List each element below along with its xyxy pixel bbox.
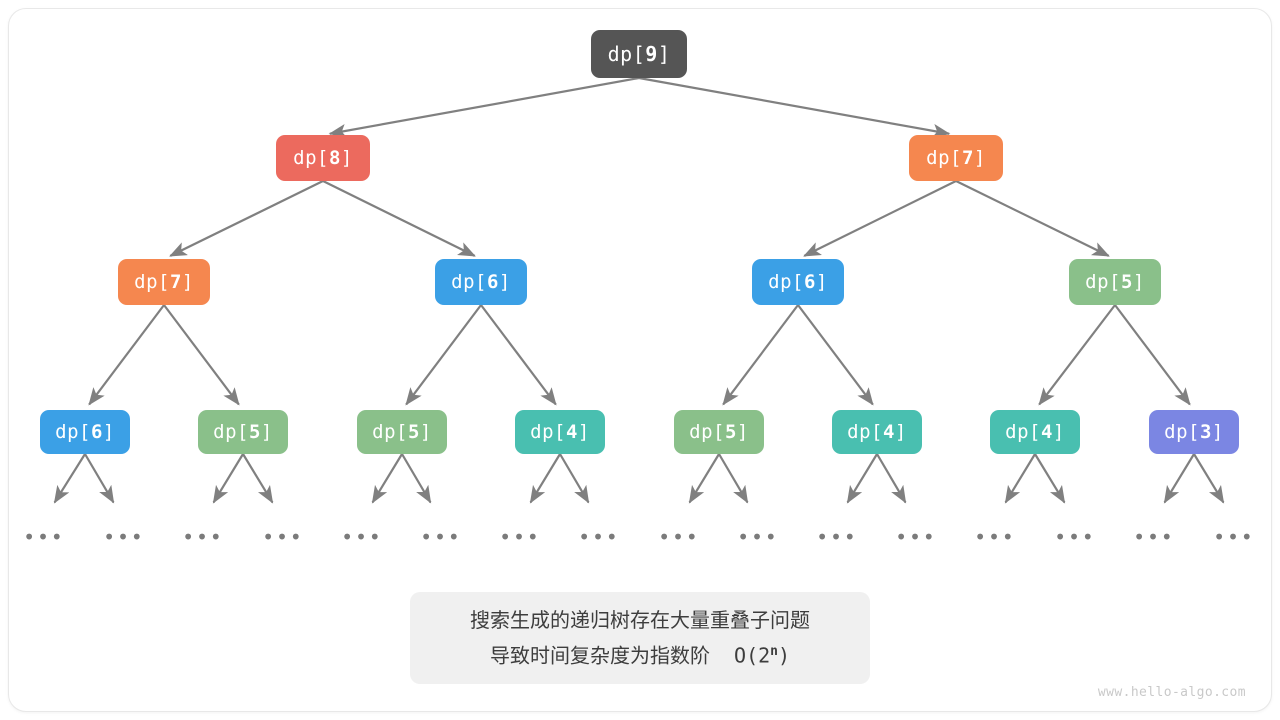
leaf-ellipsis: •••: [895, 525, 937, 549]
tree-node-dp5: dp[5]: [1069, 259, 1161, 305]
leaf-ellipsis: •••: [1213, 525, 1255, 549]
node-label-prefix: dp[: [55, 421, 91, 443]
node-index-value: 4: [882, 421, 895, 443]
watermark-url: www.hello-algo.com: [1097, 685, 1246, 700]
node-index-value: 7: [169, 271, 182, 293]
leaf-ellipsis: •••: [578, 525, 620, 549]
node-label-suffix: ]: [181, 271, 194, 293]
leaf-ellipsis: •••: [341, 525, 383, 549]
leaf-ellipsis: •••: [658, 525, 700, 549]
tree-node-dp3: dp[3]: [1149, 410, 1239, 454]
tree-node-dp4: dp[4]: [832, 410, 922, 454]
caption-line-2-suffix: ): [778, 643, 791, 668]
node-label-suffix: ]: [102, 421, 115, 443]
leaf-ellipsis: •••: [737, 525, 779, 549]
tree-node-dp5: dp[5]: [674, 410, 764, 454]
leaf-ellipsis: •••: [1054, 525, 1096, 549]
node-index-value: 3: [1199, 421, 1212, 443]
node-label-prefix: dp[: [847, 421, 883, 443]
tree-node-dp6: dp[6]: [435, 259, 527, 305]
node-index-value: 8: [328, 147, 341, 169]
node-label-suffix: ]: [815, 271, 828, 293]
tree-node-dp7: dp[7]: [118, 259, 210, 305]
node-label-prefix: dp[: [689, 421, 725, 443]
node-index-value: 5: [407, 421, 420, 443]
node-label-suffix: ]: [973, 147, 986, 169]
tree-node-dp6: dp[6]: [40, 410, 130, 454]
node-label-prefix: dp[: [1164, 421, 1200, 443]
node-label-prefix: dp[: [372, 421, 408, 443]
node-index-value: 5: [724, 421, 737, 443]
node-label-prefix: dp[: [530, 421, 566, 443]
leaf-ellipsis: •••: [23, 525, 65, 549]
node-index-value: 5: [1120, 271, 1133, 293]
node-label-prefix: dp[: [1085, 271, 1121, 293]
node-label-prefix: dp[: [213, 421, 249, 443]
leaf-ellipsis: •••: [182, 525, 224, 549]
node-label-prefix: dp[: [926, 147, 962, 169]
caption-line-1: 搜索生成的递归树存在大量重叠子问题: [470, 608, 810, 633]
node-label-prefix: dp[: [293, 147, 329, 169]
tree-node-dp8: dp[8]: [276, 135, 370, 181]
tree-node-dp7: dp[7]: [909, 135, 1003, 181]
caption-line-2-exponent: n: [770, 644, 778, 660]
node-label-suffix: ]: [657, 42, 671, 66]
leaf-ellipsis: •••: [816, 525, 858, 549]
node-label-suffix: ]: [577, 421, 590, 443]
node-label-prefix: dp[: [768, 271, 804, 293]
caption-line-2: 导致时间复杂度为指数阶 O(2n): [490, 636, 790, 672]
leaf-ellipsis: •••: [1133, 525, 1175, 549]
tree-node-dp6: dp[6]: [752, 259, 844, 305]
tree-node-dp5: dp[5]: [198, 410, 288, 454]
leaf-ellipsis: •••: [262, 525, 304, 549]
node-label-prefix: dp[: [607, 42, 646, 66]
node-label-suffix: ]: [736, 421, 749, 443]
node-label-suffix: ]: [419, 421, 432, 443]
node-label-prefix: dp[: [451, 271, 487, 293]
leaf-ellipsis: •••: [103, 525, 145, 549]
node-label-suffix: ]: [340, 147, 353, 169]
leaf-ellipsis: •••: [499, 525, 541, 549]
node-label-suffix: ]: [894, 421, 907, 443]
node-label-suffix: ]: [1211, 421, 1224, 443]
node-index-value: 9: [645, 42, 658, 66]
node-label-suffix: ]: [1132, 271, 1145, 293]
leaf-ellipsis: •••: [974, 525, 1016, 549]
node-index-value: 4: [1040, 421, 1053, 443]
tree-node-dp4: dp[4]: [990, 410, 1080, 454]
node-label-suffix: ]: [260, 421, 273, 443]
tree-node-dp5: dp[5]: [357, 410, 447, 454]
node-label-prefix: dp[: [134, 271, 170, 293]
leaf-ellipsis: •••: [420, 525, 462, 549]
node-label-suffix: ]: [498, 271, 511, 293]
node-label-prefix: dp[: [1005, 421, 1041, 443]
node-index-value: 4: [565, 421, 578, 443]
tree-node-dp9: dp[9]: [591, 30, 687, 78]
node-index-value: 6: [486, 271, 499, 293]
caption-line-2-prefix: 导致时间复杂度为指数阶 O(2: [489, 643, 771, 668]
tree-node-dp4: dp[4]: [515, 410, 605, 454]
node-index-value: 6: [803, 271, 816, 293]
node-index-value: 7: [961, 147, 974, 169]
node-index-value: 6: [90, 421, 103, 443]
node-label-suffix: ]: [1052, 421, 1065, 443]
caption-box: 搜索生成的递归树存在大量重叠子问题 导致时间复杂度为指数阶 O(2n): [410, 592, 870, 684]
node-index-value: 5: [248, 421, 261, 443]
